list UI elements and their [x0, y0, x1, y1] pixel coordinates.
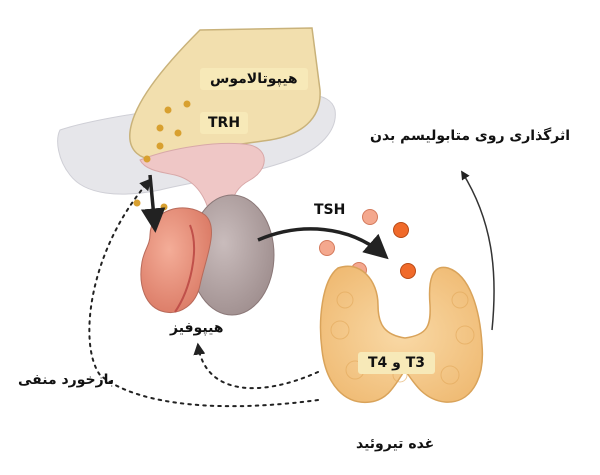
- trh-dot: [160, 203, 168, 211]
- trh-dots: [133, 100, 191, 211]
- curved-arrow-up-icon: [461, 170, 495, 331]
- tsh-dot: [319, 240, 335, 256]
- metabolism-label: اثرگذاری روی متابولیسم بدن: [370, 128, 571, 144]
- trh-dot: [164, 106, 172, 114]
- tsh-label: TSH: [314, 202, 346, 218]
- pituitary-edge: [174, 224, 196, 313]
- texture-lobule: [336, 291, 354, 309]
- dotted-arrow-icon: [88, 178, 319, 408]
- tsh-dots: [319, 209, 416, 279]
- texture-lobule: [330, 320, 350, 340]
- trh-dot: [183, 100, 191, 108]
- dotted-arrow-icon: [193, 342, 319, 390]
- trh-label: TRH: [200, 112, 249, 134]
- texture-lobule: [440, 365, 460, 385]
- trh-dot: [133, 199, 141, 207]
- thyroid-label: غده تیروئید: [356, 436, 435, 452]
- trh-dot: [143, 155, 151, 163]
- curved-arrow-right-icon: [257, 227, 389, 260]
- negative-feedback-label: بازخورد منفی: [18, 372, 115, 388]
- trh-dot: [156, 142, 164, 150]
- hypothalamus-label: هیپوتالاموس: [200, 68, 308, 90]
- pituitary-label: هیپوفیز: [170, 320, 224, 336]
- pituitary-anterior-lobe: [140, 207, 212, 314]
- trh-dot: [156, 124, 164, 132]
- trh-dot: [174, 129, 182, 137]
- t3-t4-label: T3 و T4: [358, 352, 436, 374]
- tsh-dot: [362, 209, 378, 225]
- texture-lobule: [455, 325, 475, 345]
- texture-lobule: [451, 291, 469, 309]
- tsh-dot: [393, 222, 409, 238]
- tsh-dot: [400, 263, 416, 279]
